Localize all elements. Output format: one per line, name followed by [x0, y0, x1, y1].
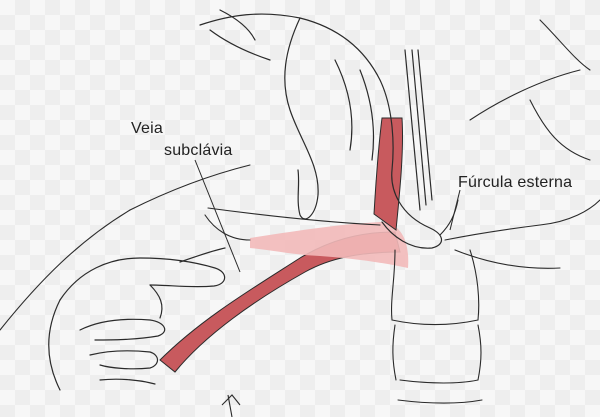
jugular-vessel [374, 118, 403, 230]
sternum [392, 200, 482, 403]
upper-hand [200, 10, 442, 248]
furcula-pointer-line [450, 190, 460, 230]
lower-hand [49, 248, 225, 390]
bottom-arrow [222, 395, 240, 417]
label-furcula-esterna: Fúrcula esterna [458, 175, 572, 191]
label-veia: Veia [131, 121, 163, 137]
label-subclavia: subclávia [164, 143, 233, 159]
